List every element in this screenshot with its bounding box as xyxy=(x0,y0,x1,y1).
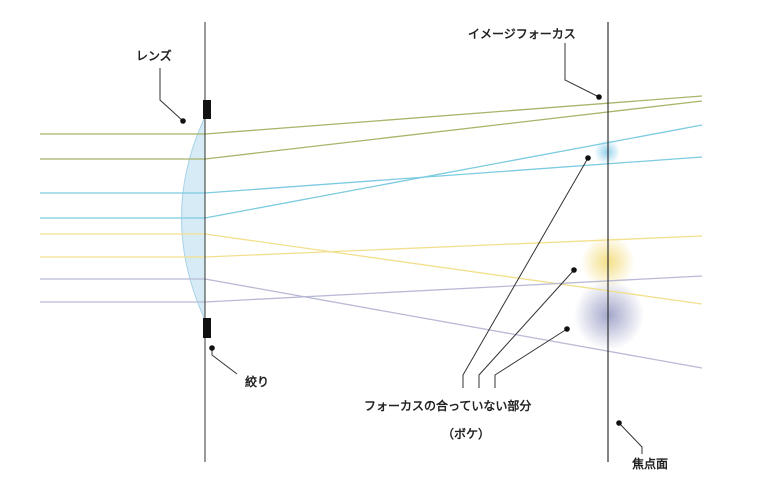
leader-lens xyxy=(159,68,184,122)
ray-green-2-out xyxy=(204,100,703,160)
leader-aperture xyxy=(211,348,238,375)
bokeh-blob-purple xyxy=(574,280,644,350)
label-aperture: 絞り xyxy=(245,374,269,389)
leader-bokeh-2-dot xyxy=(571,267,577,273)
leader-bokeh-2 xyxy=(478,269,575,388)
leader-bokeh-1 xyxy=(462,157,589,388)
leader-aperture-dot xyxy=(209,345,215,351)
ray-purple-2-out xyxy=(204,275,703,303)
ray-blue-2-out xyxy=(204,124,703,219)
label-lens: レンズ xyxy=(136,48,172,63)
label-focal-plane: 焦点面 xyxy=(631,456,668,471)
label-image-focus: イメージフォーカス xyxy=(468,27,576,41)
ray-blue-1-out xyxy=(204,156,703,194)
ray-yellow-2-out xyxy=(204,235,703,258)
bokeh-blob-blue xyxy=(594,139,620,165)
leader-focal-plane-dot xyxy=(616,420,622,426)
aperture-blade-top xyxy=(203,100,211,119)
leader-lens-dot xyxy=(180,118,186,124)
aperture-blade-bottom xyxy=(203,318,211,338)
label-bokeh: （ボケ） xyxy=(442,426,490,441)
leader-bokeh-3 xyxy=(494,328,568,388)
ray-green-1-out xyxy=(204,95,703,135)
leader-bokeh-3-dot xyxy=(564,326,570,332)
leader-image-focus xyxy=(564,43,600,98)
leader-bokeh-1-dot xyxy=(585,155,591,161)
label-out-of-focus: フォーカスの合っていない部分 xyxy=(364,398,531,413)
ray-yellow-1-out xyxy=(204,233,703,305)
ray-purple-1-out xyxy=(204,278,703,369)
leader-image-focus-dot xyxy=(596,94,602,100)
leader-focal-plane xyxy=(618,422,643,454)
